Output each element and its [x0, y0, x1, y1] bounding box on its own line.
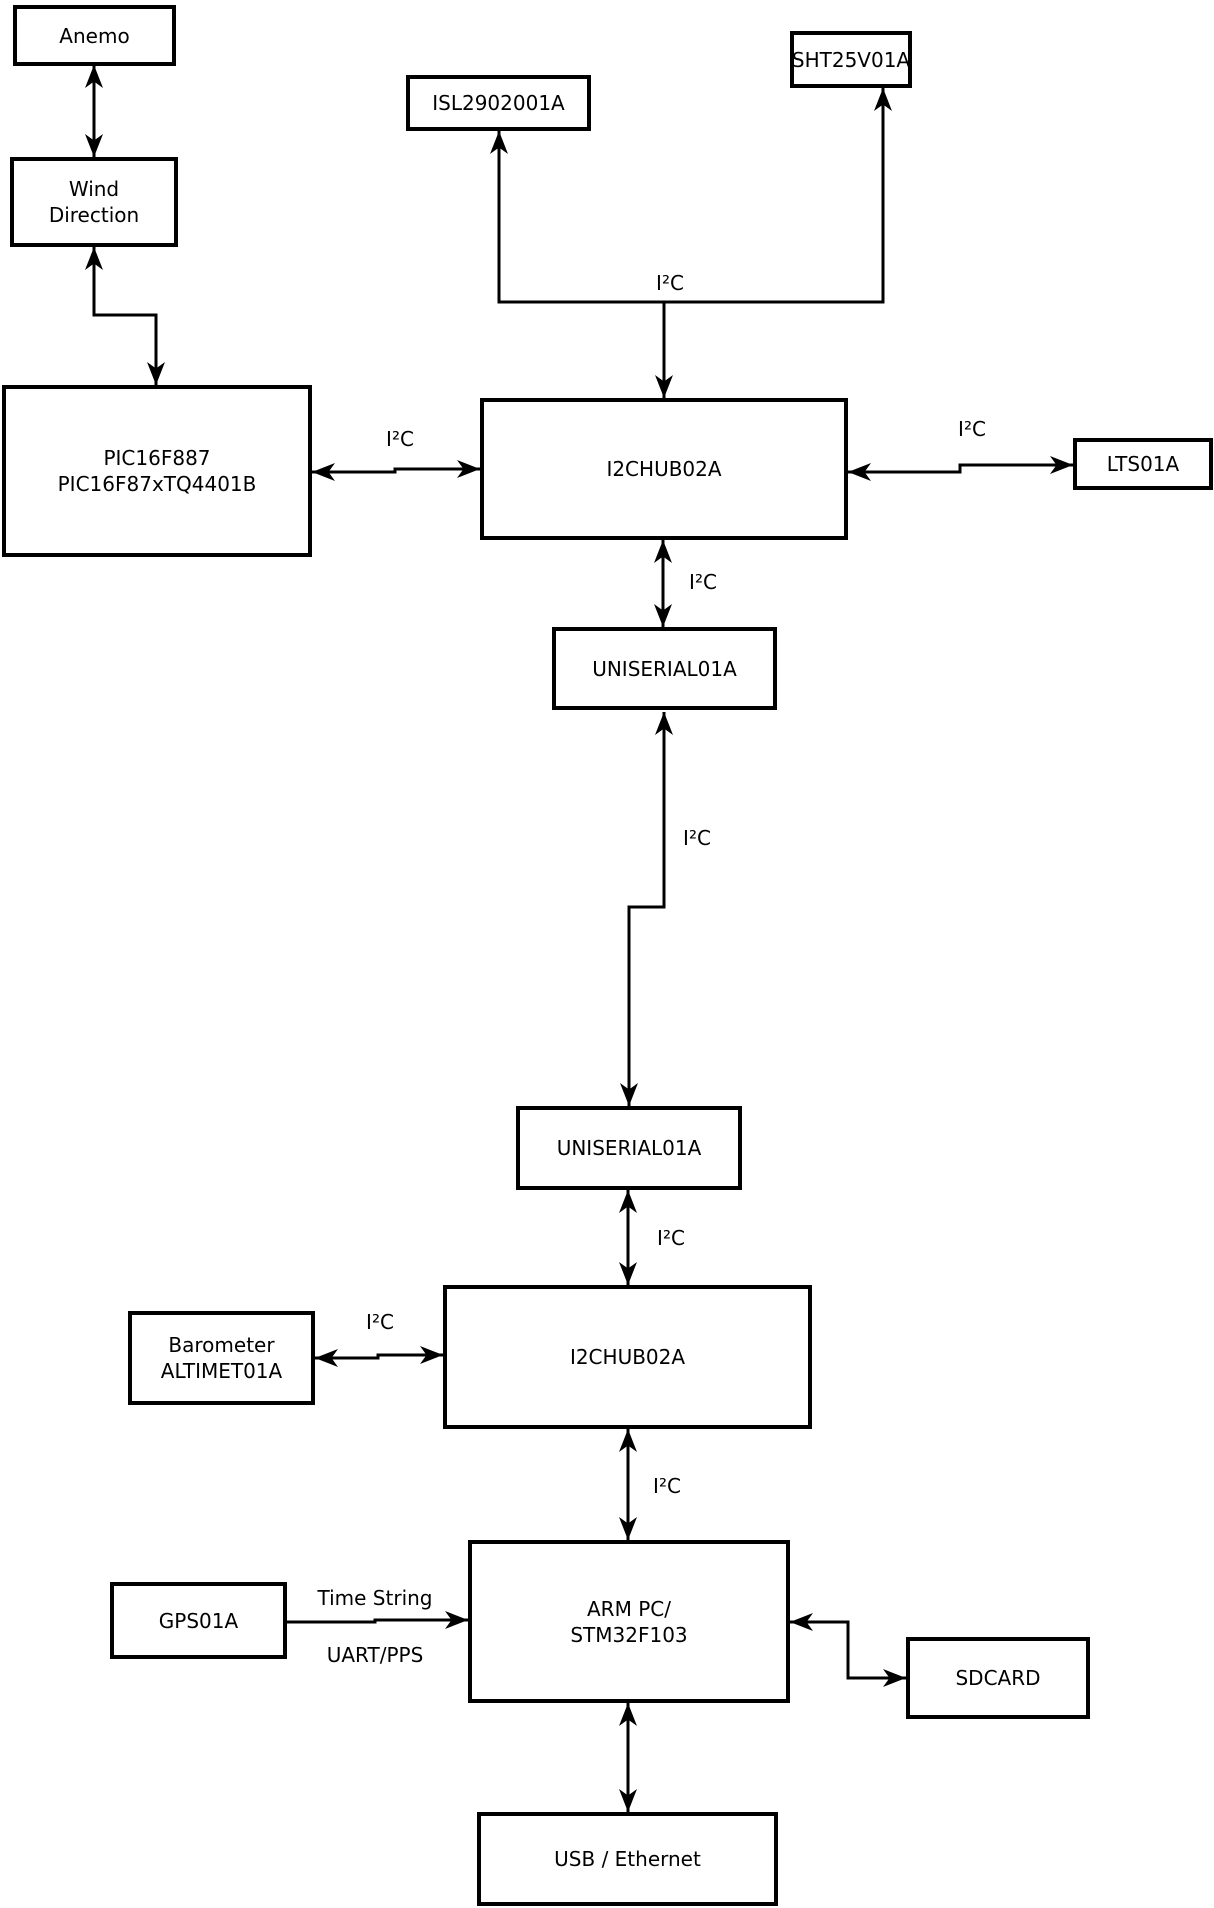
node-wind-direction: Wind Direction	[10, 157, 178, 247]
edge-label-i2c-hub2-armpc: I²C	[653, 1474, 681, 1498]
edge-gps-armpc	[287, 1611, 468, 1629]
edge-pic-hub1	[312, 460, 480, 481]
node-uniserial01a-bottom: UNISERIAL01A	[516, 1106, 742, 1190]
edge-label-i2c-hub1-uniserial1: I²C	[689, 570, 717, 594]
node-uniserial01a-top: UNISERIAL01A	[552, 627, 777, 710]
node-isl2902001a: ISL2902001A	[406, 75, 591, 131]
edge-hub1-lts	[848, 456, 1073, 481]
node-anemo: Anemo	[13, 5, 176, 66]
edge-label-i2c-pic-hub1: I²C	[386, 427, 414, 451]
node-lts01a: LTS01A	[1073, 438, 1213, 490]
edge-label-time-string: Time String	[317, 1586, 433, 1610]
edge-uniserial1-uniserial2	[620, 712, 673, 1106]
edge-label-i2c-uniserial1-uniserial2: I²C	[683, 826, 711, 850]
edge-label-i2c-top-bus: I²C	[656, 271, 684, 295]
edge-wind-pic	[85, 247, 165, 385]
node-arm-pc-stm32f103: ARM PC/ STM32F103	[468, 1540, 790, 1703]
edge-barometer-hub2	[315, 1346, 443, 1367]
edge-label-i2c-hub1-lts: I²C	[958, 417, 986, 441]
node-usb-ethernet: USB / Ethernet	[477, 1812, 778, 1906]
edge-label-i2c-barometer-hub2: I²C	[366, 1310, 394, 1334]
edge-armpc-sdcard	[790, 1613, 906, 1687]
node-pic16f887: PIC16F887 PIC16F87xTQ4401B	[2, 385, 312, 557]
node-barometer-altimet01a: Barometer ALTIMET01A	[128, 1311, 315, 1405]
node-gps01a: GPS01A	[110, 1582, 287, 1659]
node-i2chub02a-bottom: I2CHUB02A	[443, 1285, 812, 1429]
edge-i2c-bus-isl-sht	[490, 88, 892, 304]
edge-label-uart-pps: UART/PPS	[326, 1643, 424, 1667]
edge-label-i2c-uniserial2-hub2: I²C	[657, 1226, 685, 1250]
node-sdcard: SDCARD	[906, 1637, 1090, 1719]
node-sht25v01a: SHT25V01A	[790, 31, 912, 88]
node-i2chub02a-top: I2CHUB02A	[480, 398, 848, 540]
